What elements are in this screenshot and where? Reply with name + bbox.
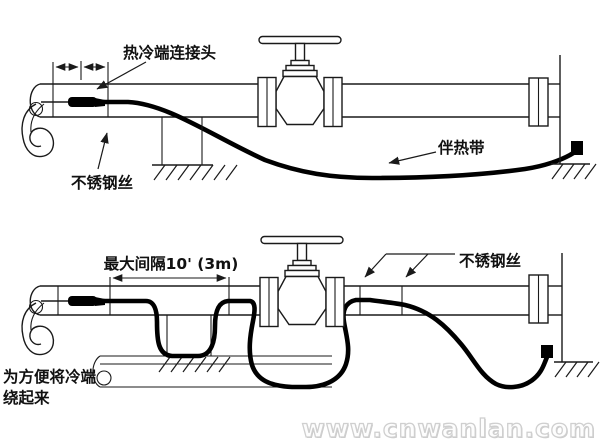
pipe bbox=[28, 285, 562, 316]
globe-valve bbox=[257, 35, 343, 128]
wire-tie-ticks bbox=[57, 277, 403, 315]
lower-pipe bbox=[92, 355, 332, 388]
cable-leader-arrow bbox=[388, 151, 437, 165]
wire-label-bottom: 不锈钢丝 bbox=[459, 251, 521, 270]
bottom-diagram: 最大间隔10' (3m) bbox=[3, 235, 600, 407]
hot-cold-connector bbox=[68, 97, 105, 107]
pipe-coupling bbox=[528, 77, 549, 127]
hot-cold-connector bbox=[68, 296, 105, 306]
cable-end-seal bbox=[571, 141, 583, 155]
heating-cable bbox=[101, 99, 578, 181]
wire-label-top: 不锈钢丝 bbox=[71, 173, 133, 192]
cable-end-seal bbox=[541, 345, 553, 358]
coil-note: 为方便将冷端 绕起来 bbox=[3, 367, 97, 407]
tie-spacing-dimension bbox=[52, 61, 109, 117]
cable-label: 伴热带 bbox=[437, 138, 485, 157]
pipe-coupling bbox=[528, 274, 549, 324]
pipe-end-cap bbox=[29, 83, 41, 118]
max-spacing-dimension: 最大间隔10' (3m) bbox=[104, 254, 239, 282]
wire-callout: 不锈钢丝 bbox=[364, 251, 521, 278]
cold-lead-coil bbox=[21, 300, 68, 356]
wire-leader-arrow bbox=[97, 132, 109, 170]
pipe bbox=[28, 83, 560, 118]
cold-lead-coil bbox=[21, 101, 68, 158]
spacing-label: 最大间隔10' (3m) bbox=[104, 254, 239, 273]
connector-label: 热冷端连接头 bbox=[123, 43, 217, 62]
coil-note-line2: 绕起来 bbox=[3, 388, 50, 407]
site-watermark: www.cnwanlan.com bbox=[301, 413, 596, 443]
ground bbox=[554, 361, 600, 378]
pipe-support bbox=[152, 117, 238, 181]
connector-leader-arrow bbox=[96, 61, 147, 90]
ground bbox=[551, 163, 597, 180]
heating-cable bbox=[101, 297, 550, 390]
coil-note-line1: 为方便将冷端 bbox=[3, 367, 97, 386]
globe-valve bbox=[259, 235, 345, 328]
top-diagram: 热冷端连接头 不锈钢丝 伴热带 bbox=[21, 35, 597, 192]
